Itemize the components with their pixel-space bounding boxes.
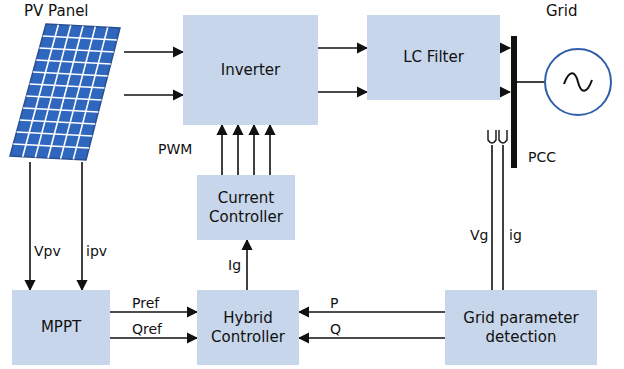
signal-label: Qref [132, 322, 162, 336]
signal-arrow [29, 162, 31, 290]
panel-cell-line [26, 96, 101, 100]
voltage-sensor-symbol [488, 130, 496, 143]
vg-sense-wire [491, 145, 493, 290]
mppt-box: MPPT [12, 290, 110, 365]
signal-label: Pref [132, 296, 159, 310]
panel-cell-line [36, 60, 111, 64]
panel-cell-line [30, 84, 105, 88]
signal-arrow [124, 51, 183, 53]
box-label: Hybrid Controller [203, 309, 293, 347]
signal-label: Ig [228, 258, 241, 272]
bus-to-grid-wire [517, 81, 545, 83]
panel-cell-line [39, 48, 113, 52]
panel-heading: PV Panel [24, 2, 89, 20]
pv-panel: PV Panel [6, 0, 124, 162]
filter-to-bus-wire [500, 91, 510, 93]
signal-label: ipv [86, 244, 107, 258]
panel-frame [10, 24, 120, 160]
signal-arrow [299, 337, 445, 339]
panel-cell-line [20, 120, 95, 124]
signal-arrow [81, 162, 83, 290]
panel-cell-line [43, 36, 117, 40]
signal-label: P [330, 296, 338, 310]
signal-arrow [221, 125, 223, 175]
filter-to-bus-wire [500, 47, 510, 49]
current-controller-box: Current Controller [197, 175, 295, 240]
signal-arrow [237, 125, 239, 175]
signal-arrow [253, 125, 255, 175]
signal-arrow [299, 311, 445, 313]
pcc-bus-bar [511, 36, 517, 168]
box-label: Current Controller [203, 189, 289, 227]
signal-arrow [110, 311, 197, 313]
signal-arrow [318, 91, 367, 93]
panel-cell-line [17, 132, 93, 136]
signal-arrow [246, 240, 248, 290]
grid-outline [545, 49, 611, 115]
solar-panel-outline [6, 22, 124, 162]
box-label: MPPT [41, 318, 81, 337]
ac-sine-symbol [564, 73, 592, 91]
grid-detection-box: Grid parameter detection [445, 290, 597, 365]
ig-sense-wire [502, 145, 504, 290]
grid-circle [540, 44, 618, 120]
voltage-signal-label: Vg [470, 228, 488, 242]
panel-cell-line [23, 108, 98, 112]
hybrid-controller-box: Hybrid Controller [197, 290, 299, 365]
signal-label: Q [330, 322, 341, 336]
signal-arrow [269, 125, 271, 175]
pcc-label: PCC [528, 150, 556, 164]
signal-label: Vpv [34, 244, 61, 258]
inverter-box: Inverter [183, 15, 318, 125]
box-label: Grid parameter detection [451, 309, 591, 347]
grid-source: Grid [540, 0, 618, 120]
current-sensor-symbol [499, 130, 507, 143]
box-label: LC Filter [403, 48, 464, 67]
box-label: Inverter [221, 61, 280, 80]
signal-arrow [318, 47, 367, 49]
current-signal-label: ig [509, 228, 522, 242]
panel-cell-line [13, 144, 89, 148]
grid-heading: Grid [546, 2, 577, 20]
pwm-label: PWM [158, 142, 192, 156]
lc-filter-box: LC Filter [367, 15, 500, 100]
panel-cell-line [33, 72, 108, 76]
signal-arrow [124, 94, 183, 96]
panel-cell-line [73, 27, 107, 159]
signal-arrow [110, 337, 197, 339]
